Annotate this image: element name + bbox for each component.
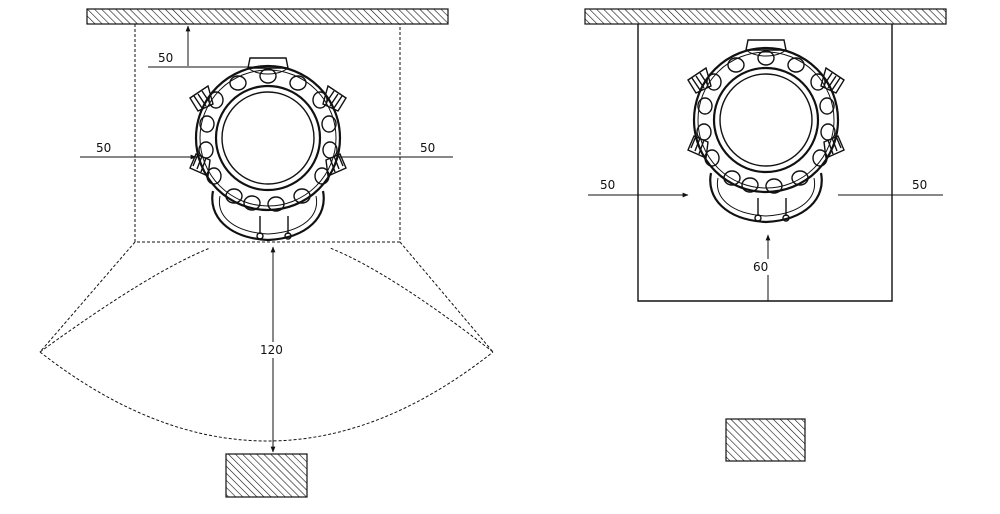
- obstacle-left: [225, 453, 308, 498]
- front-clearance-label: 60: [753, 260, 768, 274]
- right-clearance-label: 50: [420, 141, 435, 155]
- swing-clearance-label: 120: [260, 343, 283, 357]
- left-diagram: 50 50 50 120: [39, 8, 494, 498]
- door-swing-zone: [39, 241, 494, 442]
- clearance-box-left: [134, 24, 401, 243]
- clearance-box-right: [637, 24, 893, 302]
- right-diagram: 50 50 60: [584, 8, 947, 462]
- left-clearance-label: 50: [96, 141, 111, 155]
- obstacle-right: [725, 418, 806, 462]
- appliance-unit-right: [686, 38, 846, 224]
- right-left-clearance-label: 50: [600, 178, 615, 192]
- appliance-unit-left: [188, 56, 348, 242]
- right-right-clearance-label: 50: [912, 178, 927, 192]
- wall-left: [86, 8, 449, 25]
- top-clearance-label: 50: [158, 51, 173, 65]
- wall-right: [584, 8, 947, 25]
